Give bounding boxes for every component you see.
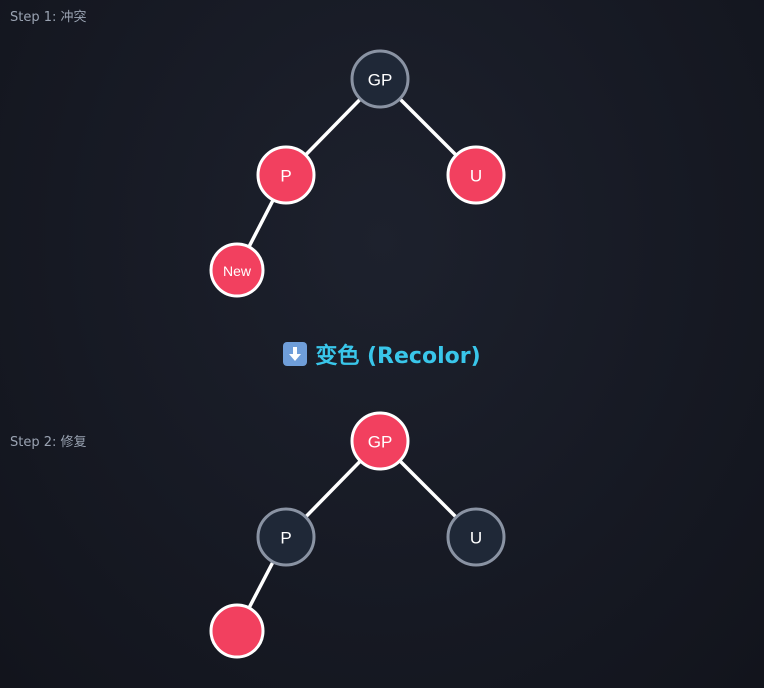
node-u-circle bbox=[446, 145, 506, 205]
node-new-circle bbox=[209, 242, 265, 298]
node-p: P bbox=[256, 507, 316, 567]
node-p: P bbox=[256, 145, 316, 205]
node-gp: GP bbox=[350, 49, 410, 109]
node-gp-label: GP bbox=[368, 71, 393, 90]
node-new bbox=[209, 603, 265, 659]
down-arrow-icon bbox=[283, 342, 308, 366]
node-gp-circle bbox=[350, 411, 410, 471]
node-gp-circle bbox=[350, 49, 410, 109]
step2-label: Step 2: 修复 bbox=[10, 435, 87, 450]
node-gp-label: GP bbox=[368, 433, 393, 452]
node-u-label: U bbox=[470, 529, 482, 548]
tree-step1: GP P U New bbox=[209, 49, 506, 298]
node-p-label: P bbox=[280, 167, 291, 186]
node-u: U bbox=[446, 145, 506, 205]
node-p-label: P bbox=[280, 529, 291, 548]
transition-heading: 变色 (Recolor) bbox=[0, 338, 764, 370]
node-p-circle bbox=[256, 507, 316, 567]
transition-text: 变色 (Recolor) bbox=[315, 344, 481, 369]
node-new-label: New bbox=[223, 263, 252, 279]
node-new-circle bbox=[209, 603, 265, 659]
node-u-circle bbox=[446, 507, 506, 567]
node-p-circle bbox=[256, 145, 316, 205]
node-new: New bbox=[209, 242, 265, 298]
step1-label: Step 1: 冲突 bbox=[10, 10, 87, 25]
node-u: U bbox=[446, 507, 506, 567]
node-u-label: U bbox=[470, 167, 482, 186]
tree-step2: GP P U bbox=[209, 411, 506, 659]
node-gp: GP bbox=[350, 411, 410, 471]
